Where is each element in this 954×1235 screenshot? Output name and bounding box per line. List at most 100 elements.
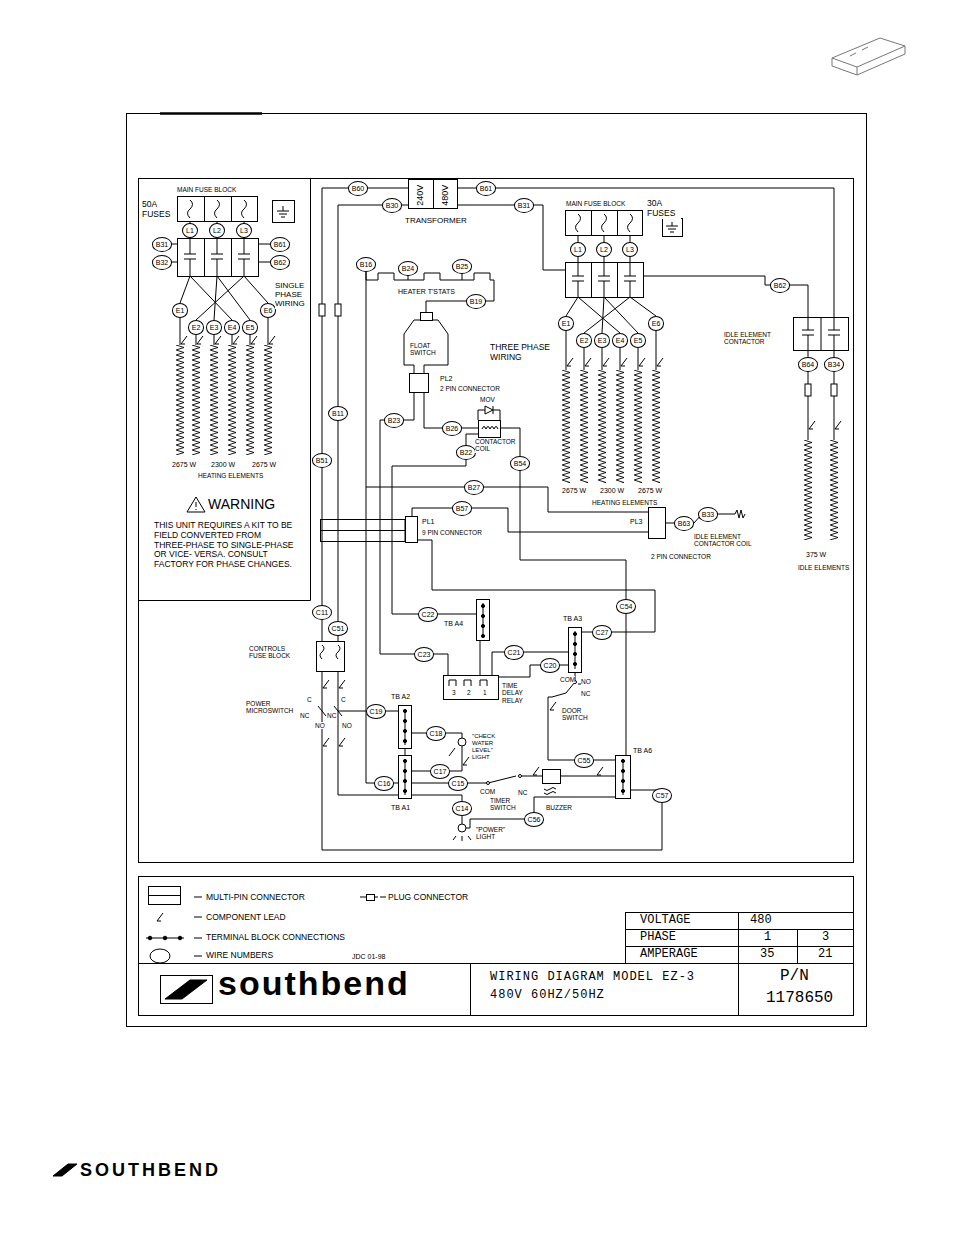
- terminal-dots: [481, 624, 484, 627]
- wire-number: E1: [558, 316, 575, 331]
- wire-number: B31: [514, 198, 534, 213]
- node-label: TB A2: [391, 693, 410, 701]
- wire-number: B11: [328, 406, 348, 421]
- terminal-dots: [481, 614, 484, 617]
- wire-number: B64: [798, 357, 818, 372]
- wire-number: B19: [466, 294, 486, 309]
- component-lead: [621, 358, 627, 366]
- component-label: "POWER" LIGHT: [476, 826, 506, 841]
- wire: [449, 748, 455, 756]
- wire: [378, 273, 490, 280]
- component-lead: [639, 358, 645, 366]
- wire: [404, 320, 448, 373]
- wire: [338, 672, 398, 795]
- component-symbol: [802, 317, 840, 351]
- heating-coil: [264, 345, 272, 455]
- heating-coil: [264, 345, 272, 455]
- pin-connector: PL22 PIN CONNECTOR: [409, 373, 429, 393]
- wire-number: C27: [592, 625, 613, 640]
- component-lead: [603, 358, 609, 366]
- component-label: 2300 W: [211, 461, 235, 469]
- terminal-dots: [403, 719, 406, 722]
- component-label: IDLE ELEMENT CONTACTOR COIL: [694, 533, 764, 548]
- wire: [170, 188, 834, 850]
- legend-text: MULTI-PIN CONNECTOR: [206, 893, 305, 903]
- heating-coil: [192, 345, 200, 455]
- brand-logo: SOUTHBEND: [80, 1161, 221, 1179]
- wire-number: C54: [616, 599, 637, 614]
- node-label: CONTROLS FUSE BLOCK: [249, 645, 291, 660]
- legend-symbol: [148, 936, 152, 940]
- wire: [322, 672, 662, 850]
- top-icon: [832, 38, 905, 75]
- terminal-dots: [403, 739, 406, 742]
- component-symbol: [449, 680, 487, 686]
- wire-number: E5: [242, 320, 259, 335]
- wire-number: E4: [224, 320, 241, 335]
- wire-number: B22: [456, 445, 476, 460]
- wire-number: E4: [612, 333, 629, 348]
- legend-symbol: [157, 913, 163, 921]
- component-lead: [597, 767, 603, 775]
- heating-coil: [804, 440, 812, 540]
- legend-symbol: [146, 887, 386, 964]
- heating-coil: [228, 345, 236, 455]
- component-symbol: [335, 304, 341, 316]
- component-label: "CHECK WATER LEVEL" LIGHT: [472, 733, 502, 761]
- wire-number: B61: [270, 237, 290, 252]
- wire-number: E3: [206, 320, 223, 335]
- wire-number: B23: [384, 413, 404, 428]
- component-label: COM: [480, 788, 495, 795]
- legend-symbol: [149, 887, 181, 905]
- component-lead: [550, 702, 556, 710]
- heating-coil: [580, 370, 588, 483]
- node-label: 3: [452, 689, 456, 696]
- terminal-block: TB A3: [568, 627, 582, 673]
- node-label: MAIN FUSE BLOCK: [177, 186, 236, 193]
- node-label: TB A4: [444, 620, 463, 628]
- frame: [127, 114, 867, 1027]
- component-lead: [835, 421, 841, 429]
- heating-coil: [562, 370, 570, 483]
- terminal-dots: [405, 603, 623, 795]
- component-label: THIS UNIT REQUIRES A KIT TO BE FIELD CON…: [154, 521, 294, 570]
- component-label: C: [307, 696, 312, 703]
- wire-number: E6: [260, 303, 277, 318]
- heating-coil: [580, 370, 588, 483]
- wire-number: B63: [674, 516, 694, 531]
- wire-number: B57: [452, 501, 472, 516]
- component-symbol: [519, 775, 522, 778]
- heating-coil: [210, 345, 218, 455]
- terminal-dots: [621, 789, 624, 792]
- heating-coil: [246, 345, 254, 455]
- legend-symbol: [360, 897, 378, 898]
- table-cell: 35: [760, 948, 774, 962]
- component-label: COM: [560, 676, 575, 683]
- component-symbol: [205, 179, 618, 236]
- wire-number: C19: [366, 704, 387, 719]
- component-symbol: [421, 313, 433, 321]
- node-label: TRANSFORMER: [405, 216, 467, 225]
- component-symbol: [273, 201, 295, 223]
- node-label: TB A6: [633, 747, 652, 755]
- wire: [566, 297, 656, 333]
- component-label: 2675 W: [638, 487, 662, 495]
- wire-number: C55: [574, 753, 595, 768]
- node-label: 1: [483, 689, 487, 696]
- component-symbol: [458, 738, 466, 746]
- wire-number: B16: [356, 257, 376, 272]
- node-label: 50A FUSES: [142, 200, 174, 220]
- table-cell: 1178650: [766, 989, 833, 1007]
- wire-number: B60: [348, 181, 368, 196]
- terminal-dots: [403, 759, 406, 762]
- heating-coil: [616, 370, 624, 483]
- component-label: 2300 W: [600, 487, 624, 495]
- component-label: C: [341, 696, 346, 703]
- wire-number: E5: [630, 333, 647, 348]
- terminal-dots: [621, 769, 624, 772]
- wire-number: C14: [452, 801, 473, 816]
- component-lead: [585, 358, 591, 366]
- terminal-dots: [573, 662, 576, 665]
- terminal-dots: [403, 729, 406, 732]
